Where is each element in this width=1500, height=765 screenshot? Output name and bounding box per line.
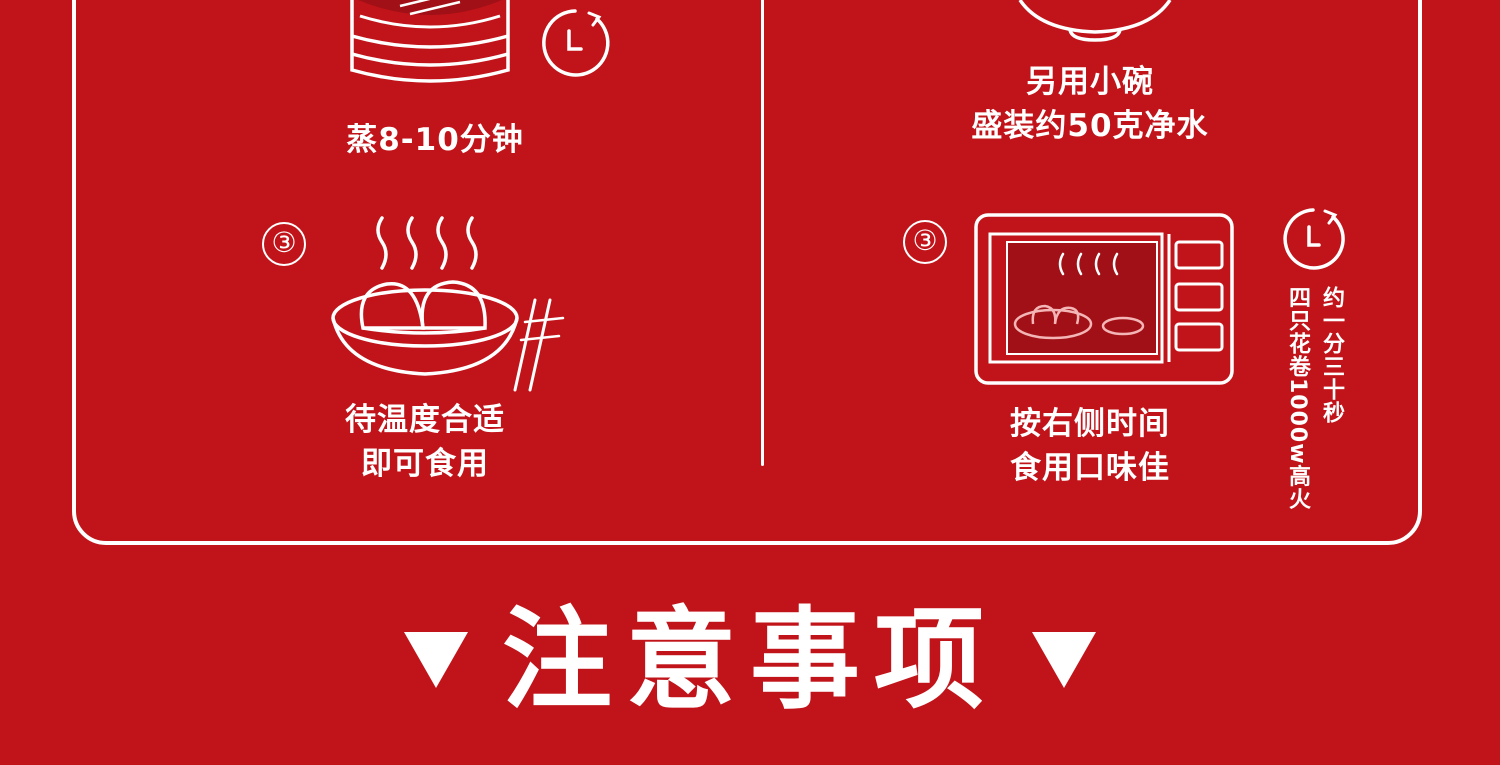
notice-header: 注意事项 [0, 595, 1500, 725]
right-step3-number: ③ [903, 220, 947, 264]
left-step2-text: 蒸8-10分钟 [346, 122, 524, 158]
left-step3-number: ③ [262, 222, 306, 266]
panel-divider [761, 0, 764, 466]
right-step3-caption: 按右侧时间 食用口味佳 [985, 402, 1195, 490]
small-bowl-icon [1018, 0, 1172, 42]
right-step2-line1: 另用小碗 [1026, 64, 1154, 100]
instructions-panel [72, 0, 1422, 545]
left-step3-line1: 待温度合适 [345, 402, 505, 438]
microwave-icon [974, 213, 1234, 385]
right-step2-caption: 另用小碗 盛装约50克净水 [945, 60, 1235, 148]
time-note-col1: 约一分三十秒 [1319, 286, 1344, 424]
triangle-down-icon [1032, 632, 1096, 688]
triangle-down-icon [404, 632, 468, 688]
notice-title: 注意事项 [502, 595, 998, 724]
steam-lines-icon [376, 216, 478, 270]
left-step2-caption: 蒸8-10分钟 [335, 118, 535, 162]
bowl-with-buns-icon [331, 280, 565, 392]
time-note-col2: 四只花卷1000w高火 [1285, 286, 1310, 511]
right-step3-line1: 按右侧时间 [1010, 406, 1170, 442]
steamer-icon [350, 0, 510, 83]
right-step2-line2: 盛装约50克净水 [971, 108, 1209, 144]
right-timer-clock-icon [1283, 208, 1345, 270]
left-step3-line2: 即可食用 [361, 446, 489, 482]
timer-clock-icon [542, 9, 610, 77]
left-step3-caption: 待温度合适 即可食用 [315, 398, 535, 486]
right-step3-line2: 食用口味佳 [1010, 450, 1170, 486]
